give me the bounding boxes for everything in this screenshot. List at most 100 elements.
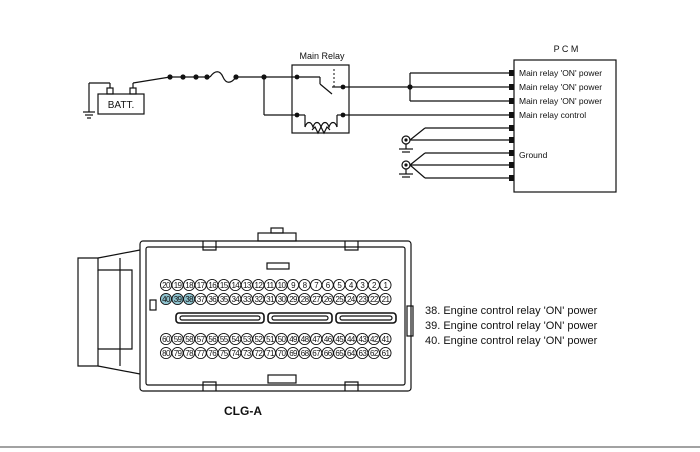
connector-pin-number: 31 [266,295,275,304]
connector-pin-number: 58 [185,335,194,344]
connector-pin-number: 54 [231,335,240,344]
pcm-pin [509,125,514,131]
connector-pin-number: 53 [243,335,252,344]
pcm-pin-label: Ground [519,150,548,160]
connector-pin-number: 13 [243,281,252,290]
connector-pin-number: 41 [382,335,391,344]
connector-pin [379,292,392,306]
connector-pin-number: 63 [358,349,367,358]
connector-pin-number: 46 [324,335,333,344]
main-relay: Main Relay [291,51,350,135]
splice-dot [233,74,239,80]
pcm-pin [509,98,514,104]
connector-pin-number: 79 [174,349,183,358]
connector-pin-number: 5 [337,281,342,290]
connector-pin-number: 72 [255,349,264,358]
connector-pin-number: 3 [360,281,365,290]
connector-pin-number: 38 [185,295,194,304]
connector-slots [175,312,397,324]
pcm-pin [509,162,514,168]
connector-pin-number: 6 [326,281,331,290]
connector-pin [379,332,392,346]
legend-item: 38. Engine control relay 'ON' power [425,305,598,317]
connector-pin-number: 49 [289,335,298,344]
connector-pin-number: 47 [312,335,321,344]
pcm-pin [509,175,514,181]
connector-pin-number: 27 [312,295,321,304]
battery: BATT. [97,83,145,115]
connector-pin-number: 65 [335,349,344,358]
connector-pin-number: 1 [384,281,389,290]
connector-pin-number: 11 [266,281,274,290]
connector-pin-number: 30 [278,295,287,304]
connector-pin-number: 40 [162,295,171,304]
pcm-pin-label: Main relay 'ON' power [519,96,602,106]
connector-pin-number: 71 [266,349,275,358]
pcm-pin-label: Main relay 'ON' power [519,68,602,78]
connector-pin-number: 61 [382,349,391,358]
connector-pin-number: 70 [278,349,287,358]
fuse-icon [209,71,237,83]
pcm-pin [509,112,514,118]
connector-pin-number: 75 [220,349,229,358]
connector-pin-number: 36 [208,295,217,304]
connector-pin-number: 26 [324,295,333,304]
connector-pin-number: 2 [372,281,377,290]
connector-pin-number: 28 [301,295,310,304]
connector-pin-number: 14 [231,281,240,290]
connector-pin-number: 74 [231,349,240,358]
connector-pin-number: 78 [185,349,194,358]
connector-pin-number: 59 [174,335,183,344]
ground-symbol-left [83,82,110,119]
connector-pin-number: 7 [314,281,319,290]
connector-pin-number: 66 [324,349,333,358]
connector-pin-number: 9 [291,281,296,290]
battery-label: BATT. [108,100,134,111]
connector-pin-number: 64 [347,349,356,358]
connector-pin-number: 76 [208,349,217,358]
connector-pin-number: 60 [162,335,171,344]
pcm-pin [509,137,514,143]
connector-pin-number: 10 [278,281,287,290]
connector-pin-number: 55 [220,335,229,344]
connector-pin-number: 50 [278,335,287,344]
connector-pin-number: 48 [301,335,310,344]
pcm-pin [509,70,514,76]
pcm-pin-label: Main relay 'ON' power [519,82,602,92]
relay-label: Main Relay [299,51,345,61]
legend-item: 39. Engine control relay 'ON' power [425,320,598,332]
circuit: BATT. Main Relay [83,44,617,193]
connector-pin-number: 29 [289,295,298,304]
connector-pin-number: 33 [243,295,252,304]
connector-pin-number: 15 [220,281,229,290]
connector-pin-number: 62 [370,349,379,358]
legend-item: 40. Engine control relay 'ON' power [425,335,598,347]
pin-legend: 38. Engine control relay 'ON' power 39. … [425,305,598,347]
splice-dot [193,74,199,80]
pcm-module: P C M Main relay 'ON' power Main relay '… [509,44,617,193]
connector-pin-number: 8 [303,281,308,290]
connector-pin-number: 43 [358,335,367,344]
connector-pin-number: 69 [289,349,298,358]
connector-pin-number: 37 [197,295,206,304]
connector-pin-number: 23 [358,295,367,304]
connector-pin-number: 51 [266,335,275,344]
connector-pin-number: 39 [174,295,183,304]
connector-pin-number: 32 [255,295,264,304]
connector-pin-number: 77 [197,349,206,358]
connector-pin-number: 80 [162,349,171,358]
connector-pin-number: 25 [335,295,344,304]
pcm-label: P C M [554,44,579,54]
connector-pin-number: 52 [255,335,264,344]
ground-symbol-upper [399,127,509,153]
connector-pin-number: 45 [335,335,344,344]
connector-pin-number: 35 [220,295,229,304]
connector-pin [379,278,392,292]
connector-pin-number: 67 [312,349,321,358]
connector-pin [379,346,392,360]
